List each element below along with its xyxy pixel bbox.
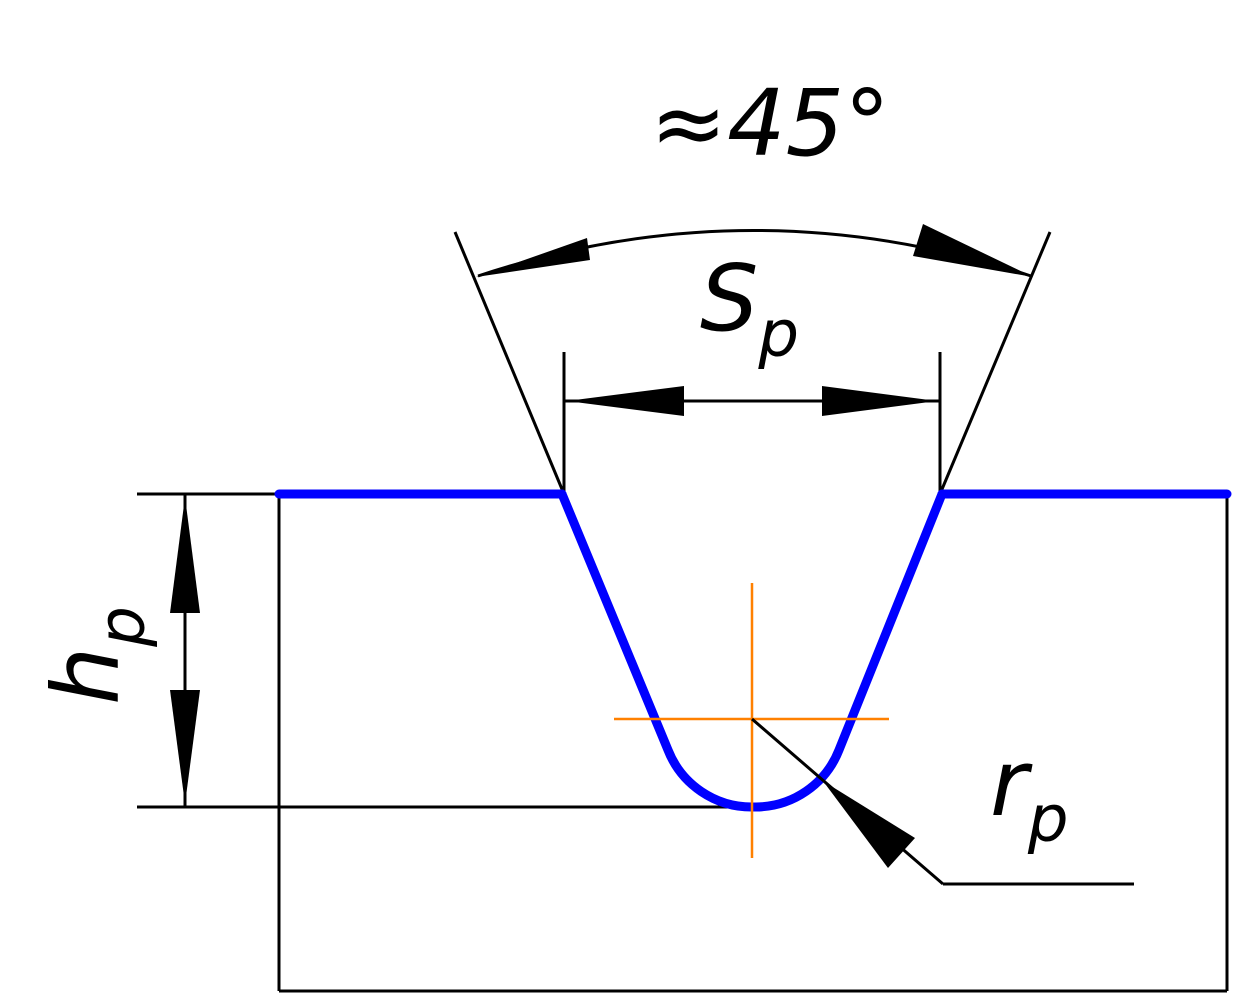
angle-extension-lines	[453, 231, 1052, 495]
depth-label-sub: p	[86, 606, 160, 648]
angle-label: ≈45°	[650, 70, 890, 177]
width-dimension	[564, 386, 940, 416]
width-label-main: S	[700, 245, 758, 352]
radius-label-main: r	[990, 730, 1033, 837]
depth-label: hp	[33, 606, 160, 705]
radius-label-sub: p	[1027, 783, 1069, 857]
depth-dimension	[170, 494, 200, 807]
part-outline	[277, 494, 1229, 993]
radius-leader	[751, 717, 1134, 886]
angle-dimension	[476, 224, 1033, 278]
width-extension-lines	[562, 352, 942, 494]
groove-profile	[274, 489, 1232, 812]
depth-extension-lines	[137, 492, 752, 809]
svg-text:hp: hp	[33, 606, 160, 705]
width-label: Sp	[700, 245, 799, 372]
radius-label: rp	[990, 730, 1068, 857]
width-label-sub: p	[757, 298, 799, 372]
depth-label-main: h	[33, 647, 140, 705]
